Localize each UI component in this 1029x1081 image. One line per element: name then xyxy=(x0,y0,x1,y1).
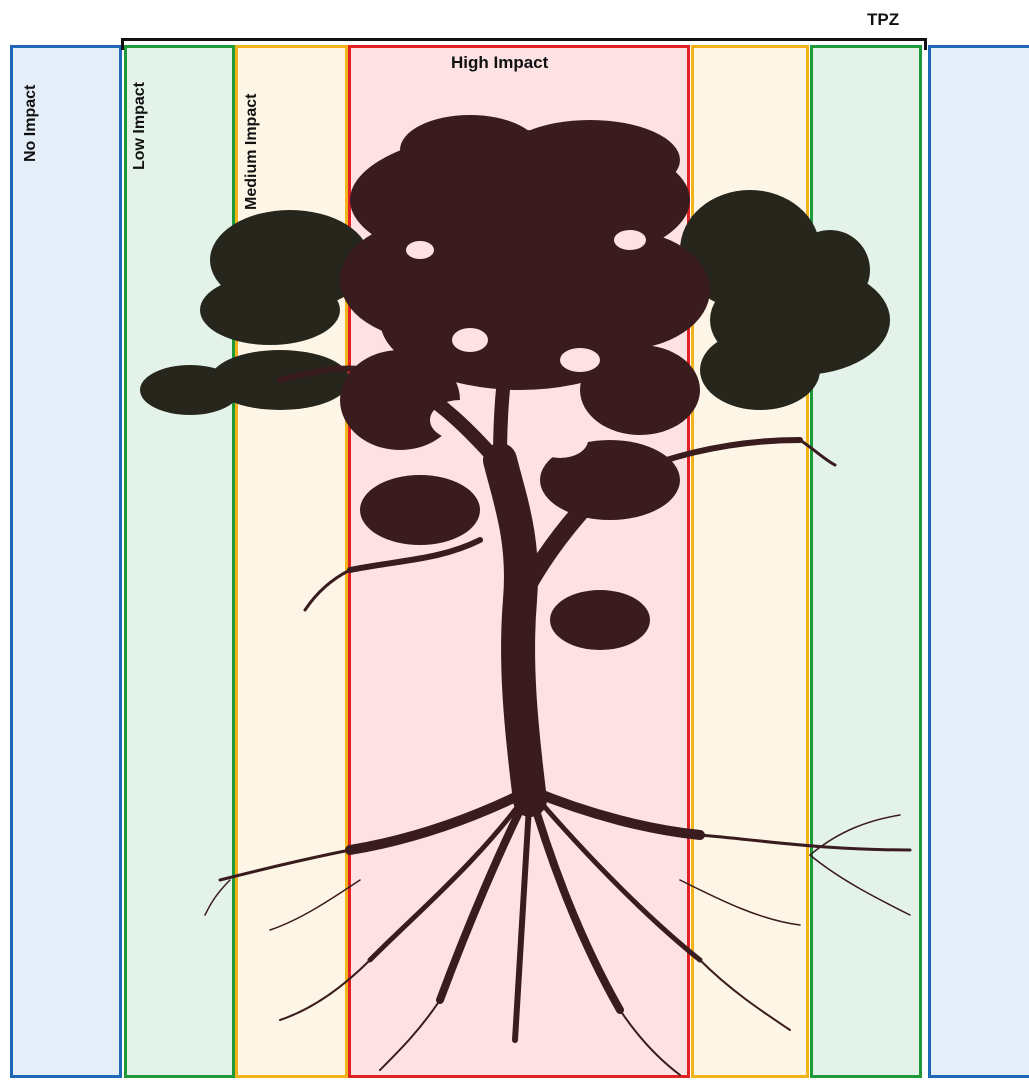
tpz-label: TPZ xyxy=(867,10,899,30)
high-impact-label: High Impact xyxy=(451,53,548,73)
medium-impact-label: Medium Impact xyxy=(243,94,261,210)
no-impact-label: No Impact xyxy=(22,85,40,162)
low-impact-label: Low Impact xyxy=(131,82,149,170)
